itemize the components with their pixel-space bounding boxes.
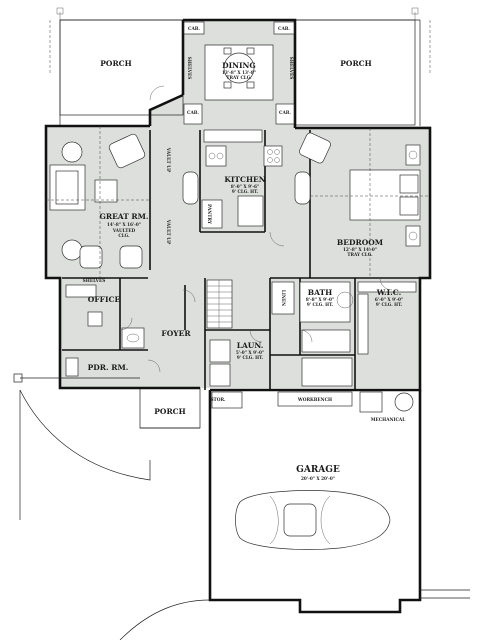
- laundry-label: LAUN.: [237, 341, 264, 350]
- bedroom-furniture: [299, 128, 430, 278]
- bedroom-note: TRAY CLG.: [347, 252, 373, 257]
- dining-note: TRAY CLG.: [226, 75, 252, 80]
- workbench-label: WORKBENCH: [297, 398, 332, 403]
- porch-front-label: PORCH: [154, 407, 185, 416]
- bedroom-dims: 12'-8" X 14'-0": [343, 247, 377, 252]
- laundry-note: 9' CLG. HT.: [237, 355, 264, 360]
- laundry-dims: 5'-0" X 9'-0": [236, 350, 264, 355]
- porch-right-label: PORCH: [340, 59, 371, 68]
- site-walk: [19, 389, 470, 640]
- porch-left-label: PORCH: [100, 59, 131, 68]
- shelves-label-e: SHELVES: [288, 57, 293, 80]
- shelves-label-w: SHELVES: [186, 57, 191, 80]
- foyer-label: FOYER: [161, 329, 191, 338]
- powder-label: PDR. RM.: [88, 363, 129, 372]
- bath-label: BATH: [308, 288, 332, 297]
- cab-label-nw: CAB.: [188, 27, 200, 32]
- dining-dims: 13'-8" X 13'-8": [222, 70, 256, 75]
- garage-fixtures: [211, 391, 414, 550]
- kitchen-note: 9' CLG. HT.: [232, 189, 259, 194]
- kitchen-fixtures: [182, 129, 311, 229]
- garage-dims: 20'-0" X 20'-0": [301, 476, 335, 481]
- vault-up-label-2: VAULT UP: [165, 219, 170, 245]
- great-room-note2: CLG.: [118, 233, 130, 238]
- vault-up-label-1: VAULT UP: [165, 147, 170, 173]
- bath-fixtures: [271, 281, 417, 387]
- office-label: OFFICE: [88, 295, 121, 304]
- wic-dims: 6'-0" X 9'-0": [375, 297, 403, 302]
- bath-note: 9' CLG. HT.: [307, 302, 334, 307]
- cab-label-sw: CAB.: [187, 111, 199, 116]
- linen-label: LINEN: [280, 290, 285, 306]
- garage-label: GARAGE: [296, 465, 340, 475]
- dining-label: DINING: [222, 61, 256, 70]
- dining-table: [183, 21, 295, 125]
- kitchen-label: KITCHEN: [224, 175, 265, 184]
- exterior-walls: [13, 18, 432, 614]
- bedroom-label: BEDROOM: [337, 238, 383, 247]
- bath-dims: 8'-8" X 9'-0": [306, 297, 334, 302]
- wic-note: 9' CLG. HT.: [376, 302, 403, 307]
- great-room-furniture: [46, 126, 150, 278]
- doors: [119, 85, 393, 373]
- wic-label: W.I.C.: [376, 288, 401, 297]
- great-room-label: GREAT RM.: [99, 212, 148, 221]
- great-room-note1: VAULTED: [112, 228, 136, 233]
- great-room-dims: 14'-8" X 16'-0": [107, 222, 141, 227]
- laundry-fixtures: [209, 339, 231, 387]
- stor-label: STOR.: [210, 398, 226, 403]
- mechanical-label: MECHANICAL: [371, 418, 406, 423]
- cab-label-ne: CAB.: [278, 27, 290, 32]
- kitchen-dims: 8'-0" X 9'-6": [231, 184, 259, 189]
- pantry-label: PANTRY: [206, 204, 211, 225]
- cab-label-se: CAB.: [279, 111, 291, 116]
- shelves-label-office: SHELVES: [83, 279, 106, 284]
- office-powder-fixtures: [65, 284, 145, 377]
- stairs: [206, 279, 233, 329]
- car: [235, 490, 391, 550]
